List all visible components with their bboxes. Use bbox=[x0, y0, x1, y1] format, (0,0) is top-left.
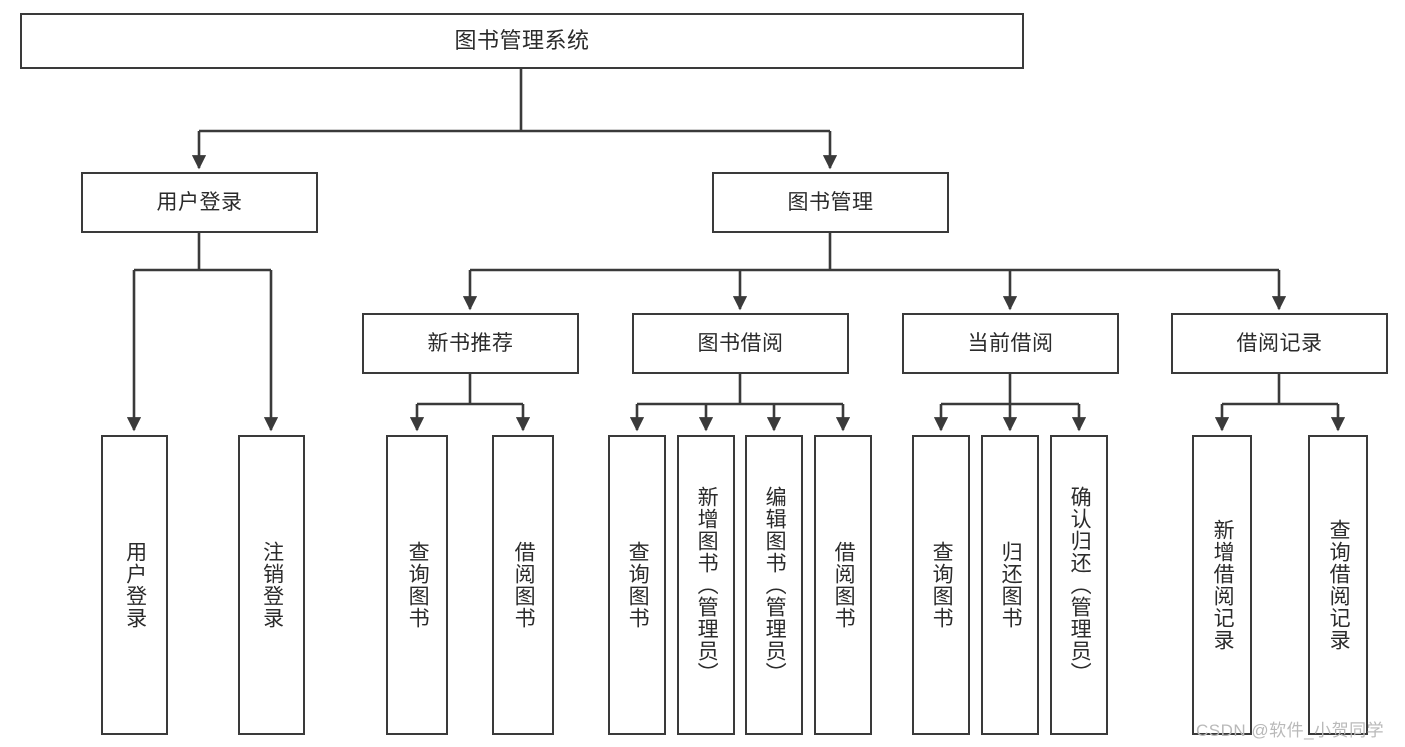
node-leaf-query-borrow-record-label: 查询借阅记录 bbox=[1327, 519, 1351, 651]
node-leaf-borrow-book[interactable]: 借阅图书 bbox=[814, 435, 872, 735]
node-current-borrow[interactable]: 当前借阅 bbox=[902, 313, 1119, 374]
node-root-label: 图书管理系统 bbox=[454, 27, 590, 53]
node-user-login[interactable]: 用户登录 bbox=[81, 172, 318, 233]
node-leaf-borrow-book-label: 借阅图书 bbox=[832, 541, 856, 629]
node-borrow-record-label: 借阅记录 bbox=[1236, 331, 1323, 355]
node-leaf-edit-book-label: 编辑图书（管理员） bbox=[763, 486, 787, 684]
node-leaf-borrow-book-recommend-label: 借阅图书 bbox=[512, 541, 536, 629]
node-leaf-confirm-return-label: 确认归还（管理员） bbox=[1068, 486, 1092, 684]
node-leaf-query-borrow-record[interactable]: 查询借阅记录 bbox=[1308, 435, 1368, 735]
node-leaf-return-book[interactable]: 归还图书 bbox=[981, 435, 1039, 735]
node-leaf-user-logout-label: 注销登录 bbox=[260, 541, 284, 629]
node-leaf-borrow-book-recommend[interactable]: 借阅图书 bbox=[492, 435, 554, 735]
node-current-borrow-label: 当前借阅 bbox=[967, 331, 1054, 355]
node-leaf-query-book-recommend[interactable]: 查询图书 bbox=[386, 435, 448, 735]
node-leaf-query-book-recommend-label: 查询图书 bbox=[406, 541, 430, 629]
node-leaf-query-book-borrow[interactable]: 查询图书 bbox=[608, 435, 666, 735]
node-leaf-query-book-current-label: 查询图书 bbox=[930, 541, 954, 629]
node-leaf-query-book-current[interactable]: 查询图书 bbox=[912, 435, 970, 735]
node-leaf-user-login-label: 用户登录 bbox=[123, 541, 147, 629]
node-borrow-record[interactable]: 借阅记录 bbox=[1171, 313, 1388, 374]
node-leaf-add-book-label: 新增图书（管理员） bbox=[695, 486, 719, 684]
node-book-manage[interactable]: 图书管理 bbox=[712, 172, 949, 233]
node-leaf-user-logout[interactable]: 注销登录 bbox=[238, 435, 305, 735]
node-leaf-add-borrow-record[interactable]: 新增借阅记录 bbox=[1192, 435, 1252, 735]
node-new-book-recommend[interactable]: 新书推荐 bbox=[362, 313, 579, 374]
node-leaf-add-book[interactable]: 新增图书（管理员） bbox=[677, 435, 735, 735]
csdn-watermark: CSDN @软件_小贺同学 bbox=[1196, 721, 1385, 740]
node-book-manage-label: 图书管理 bbox=[787, 190, 874, 214]
node-leaf-user-login[interactable]: 用户登录 bbox=[101, 435, 168, 735]
node-book-borrow-label: 图书借阅 bbox=[697, 331, 784, 355]
node-book-borrow[interactable]: 图书借阅 bbox=[632, 313, 849, 374]
node-user-login-label: 用户登录 bbox=[156, 190, 243, 214]
node-leaf-return-book-label: 归还图书 bbox=[999, 541, 1023, 629]
node-leaf-confirm-return[interactable]: 确认归还（管理员） bbox=[1050, 435, 1108, 735]
node-leaf-query-book-borrow-label: 查询图书 bbox=[626, 541, 650, 629]
node-leaf-edit-book[interactable]: 编辑图书（管理员） bbox=[745, 435, 803, 735]
node-new-book-recommend-label: 新书推荐 bbox=[427, 331, 514, 355]
node-root[interactable]: 图书管理系统 bbox=[20, 13, 1024, 69]
node-leaf-add-borrow-record-label: 新增借阅记录 bbox=[1211, 519, 1235, 651]
